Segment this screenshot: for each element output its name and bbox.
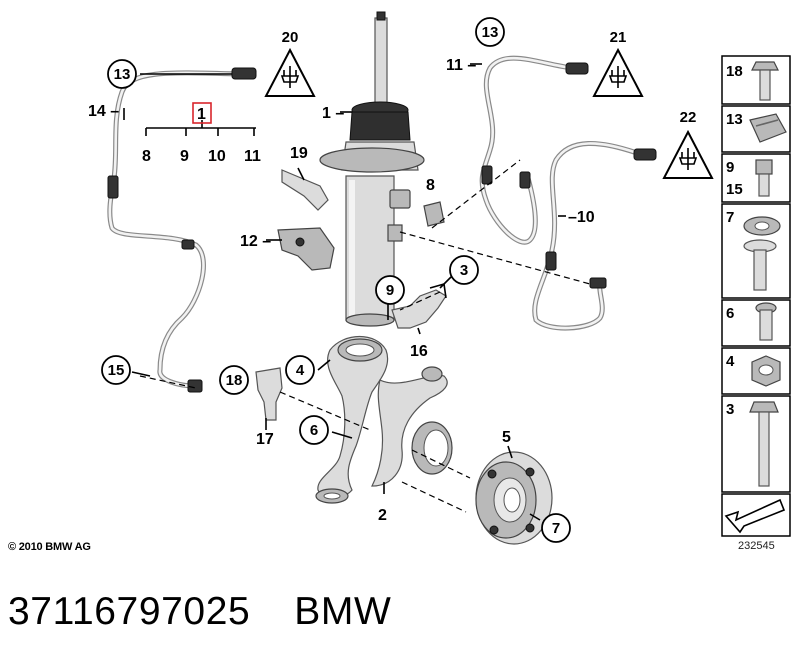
svg-text:6: 6 xyxy=(726,305,734,322)
svg-text:20: 20 xyxy=(282,29,299,46)
callout-5: 5 xyxy=(502,429,511,446)
callout-14: 14 – xyxy=(88,103,119,120)
svg-text:7: 7 xyxy=(726,209,734,226)
clip-8 xyxy=(423,201,445,227)
bracket-19 xyxy=(281,169,329,211)
callout-11-sub: 11 xyxy=(244,148,261,165)
svg-text:9: 9 xyxy=(386,282,394,299)
hardware-sidebar: 18 13 9 15 7 6 xyxy=(721,55,791,537)
right-sensor-cable-lower xyxy=(532,141,657,331)
shock-absorber-strut xyxy=(319,11,425,327)
callout-1-highlight: 1 xyxy=(197,106,206,123)
circle-callout-9: 9 xyxy=(375,275,405,305)
svg-text:9: 9 xyxy=(726,159,734,176)
svg-text:7: 7 xyxy=(552,520,560,537)
sidebar-item-18: 18 xyxy=(721,55,791,105)
bracket-12 xyxy=(277,227,335,271)
svg-text:18: 18 xyxy=(726,63,743,80)
callout-10-sub: 10 xyxy=(208,148,226,165)
warning-triangle-20: 20 xyxy=(264,29,316,97)
sidebar-item-4: 4 xyxy=(721,347,791,395)
callouts: 1 8 9 10 11 1 – 14 – 11 – –10 8 19 12 – … xyxy=(88,57,595,524)
callout-19: 19 xyxy=(290,145,308,162)
sidebar-item-13: 13 xyxy=(721,105,791,153)
callout-16: 16 xyxy=(410,343,428,360)
circle-callout-7: 7 xyxy=(541,513,571,543)
sidebar-item-9-15: 9 15 xyxy=(721,153,791,203)
svg-text:13: 13 xyxy=(726,111,743,128)
sidebar-item-7: 7 xyxy=(721,203,791,299)
copyright-notice: © 2010 BMW AG xyxy=(8,541,91,553)
circle-callout-18: 18 xyxy=(219,365,249,395)
leader-lines xyxy=(123,63,591,521)
part-number: 37116797025 xyxy=(8,590,251,633)
svg-text:18: 18 xyxy=(226,372,243,389)
callout-12: 12 – xyxy=(240,233,271,250)
part-caption: 37116797025 BMW xyxy=(8,590,435,634)
svg-text:21: 21 xyxy=(610,29,627,46)
svg-text:15: 15 xyxy=(726,181,743,198)
svg-text:13: 13 xyxy=(114,66,131,83)
callout-10: –10 xyxy=(568,209,595,226)
wheel-hub xyxy=(475,451,553,545)
svg-text:4: 4 xyxy=(726,353,735,370)
parts-diagram: 1 8 9 10 11 1 – 14 – 11 – –10 8 19 12 – … xyxy=(88,11,791,545)
circle-callout-15: 15 xyxy=(101,355,131,385)
bracket-17 xyxy=(255,367,283,421)
callout-1: 1 – xyxy=(322,105,344,122)
drawing-number: 232545 xyxy=(738,540,775,552)
warning-triangle-21: 21 xyxy=(592,29,644,97)
svg-text:13: 13 xyxy=(482,24,499,41)
right-sensor-cable-upper xyxy=(479,55,589,245)
circle-callout-6: 6 xyxy=(299,415,329,445)
steering-knuckle xyxy=(315,336,453,504)
svg-text:6: 6 xyxy=(310,422,318,439)
callout-8-sub: 8 xyxy=(142,148,151,165)
callout-9-sub: 9 xyxy=(180,148,189,165)
circle-callout-3: 3 xyxy=(449,255,479,285)
circle-callout-4: 4 xyxy=(285,355,315,385)
arrow-icon xyxy=(724,498,786,534)
brand-name: BMW xyxy=(294,590,392,633)
svg-text:3: 3 xyxy=(726,401,734,418)
sidebar-arrow-box xyxy=(721,493,791,537)
highlight-box-1 xyxy=(192,102,212,124)
circle-callout-13-left: 13 xyxy=(107,59,137,89)
callout-2: 2 xyxy=(378,507,387,524)
svg-text:15: 15 xyxy=(108,362,125,379)
warning-triangle-22: 22 xyxy=(662,109,714,179)
svg-text:4: 4 xyxy=(296,362,305,379)
callout-17: 17 xyxy=(256,431,274,448)
circled-callouts: 13 13 9 3 4 15 18 6 xyxy=(101,17,571,543)
left-sensor-cable xyxy=(107,67,257,393)
svg-text:3: 3 xyxy=(460,262,468,279)
warning-triangles: 20 21 22 xyxy=(264,29,714,179)
circle-callout-13-right: 13 xyxy=(475,17,505,47)
callout-11: 11 – xyxy=(446,57,476,74)
sidebar-item-3: 3 xyxy=(721,395,791,493)
sidebar-item-6: 6 xyxy=(721,299,791,347)
svg-text:22: 22 xyxy=(680,109,697,126)
callout-8: 8 xyxy=(426,177,435,194)
